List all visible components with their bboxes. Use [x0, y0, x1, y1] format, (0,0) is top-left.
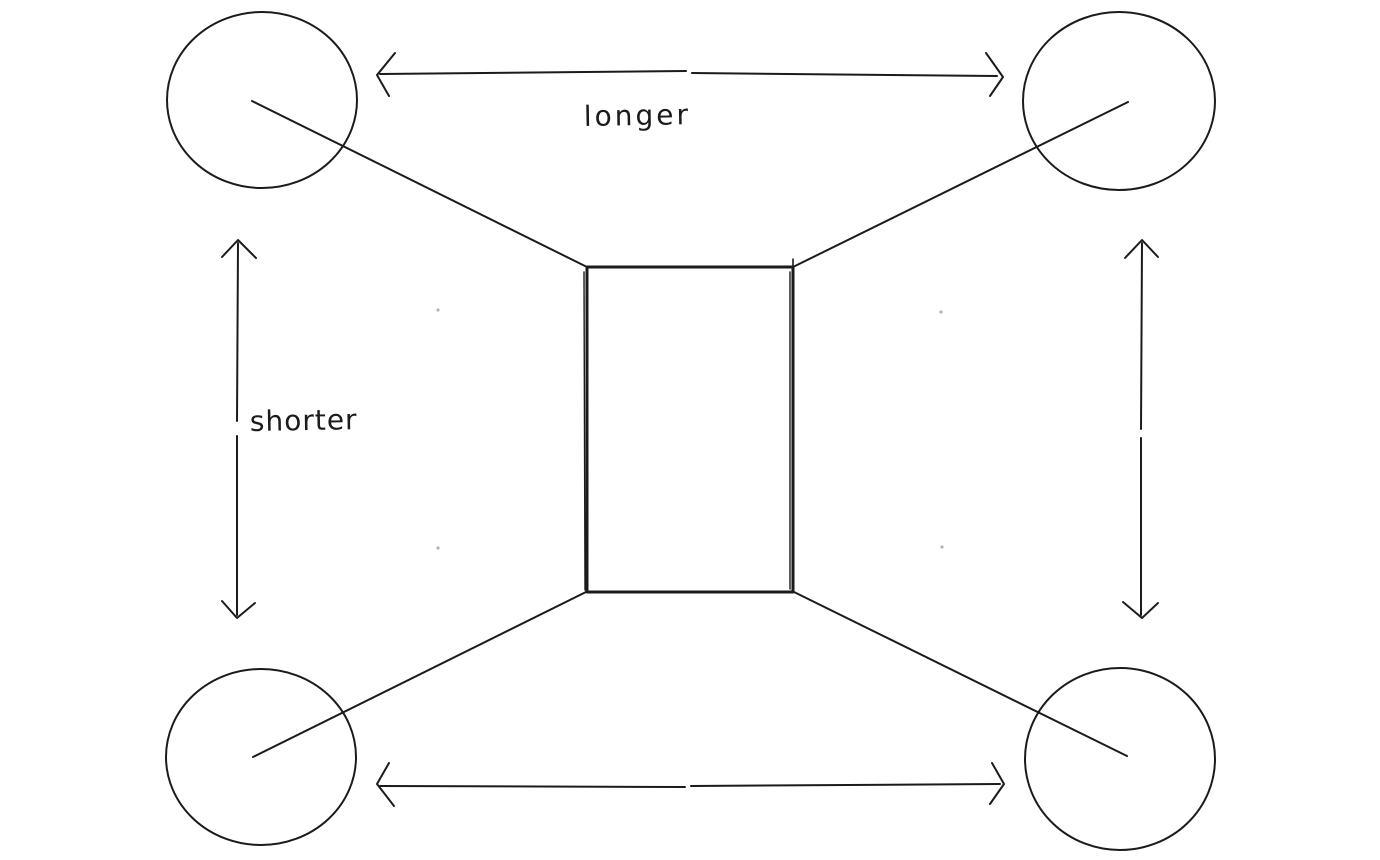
- center-rectangle-outline: [585, 265, 795, 594]
- arrow-right-head-top: [1124, 239, 1159, 259]
- arrow-longer-horizontal-top: [376, 52, 1004, 97]
- guide-dot: [436, 546, 440, 550]
- guide-dot: [436, 308, 440, 312]
- arrow-right-shaft-upper: [1140, 242, 1143, 430]
- arrow-bottom-shaft-right: [690, 783, 1001, 787]
- circle-top-right: [1022, 11, 1216, 191]
- ink-layer: [165, 11, 1216, 851]
- arrow-bottom-head-left: [376, 762, 395, 807]
- circle-bottom-right: [1024, 667, 1216, 851]
- arrow-shorter-head-top: [221, 239, 257, 259]
- arrow-longer-shaft-left: [379, 70, 687, 75]
- arm-line-top-left: [251, 100, 588, 268]
- arm-line-bottom-left: [252, 591, 587, 758]
- arrow-longer-head-right: [985, 52, 1004, 97]
- circle-bottom-left: [165, 668, 357, 846]
- guide-dot: [939, 310, 943, 314]
- guide-dot: [940, 545, 944, 549]
- arrow-right-head-bottom: [1122, 601, 1159, 619]
- arrow-shorter-shaft-upper: [236, 242, 239, 422]
- arrow-vertical-right: [1122, 239, 1159, 619]
- arm-line-top-right: [792, 101, 1129, 268]
- label-longer: longer: [584, 98, 692, 133]
- center-rectangle-left-double-stroke: [583, 271, 586, 591]
- arrow-bottom-head-right: [989, 762, 1005, 805]
- center-rectangle: [583, 258, 795, 594]
- circle-top-left: [166, 11, 358, 189]
- arrow-horizontal-bottom: [376, 762, 1005, 807]
- label-shorter: shorter: [250, 403, 358, 438]
- arrow-longer-head-left: [376, 52, 396, 97]
- arrow-longer-shaft-right: [691, 72, 998, 77]
- arrow-bottom-shaft-left: [379, 785, 686, 788]
- arrow-shorter-head-bottom: [221, 600, 256, 619]
- arrow-shorter-vertical-left: [221, 239, 257, 619]
- arm-line-bottom-right: [793, 591, 1128, 757]
